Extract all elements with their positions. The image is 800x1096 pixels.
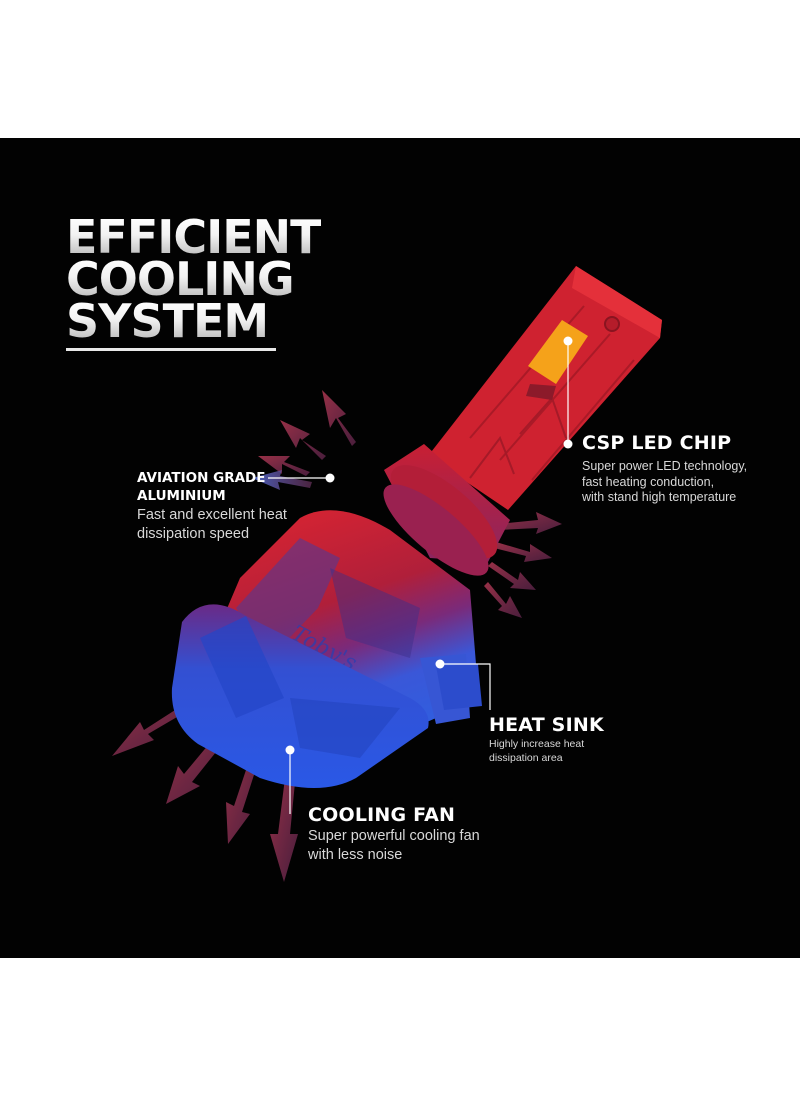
aviation-heading-line-1: AVIATION GRADE (137, 470, 266, 486)
aviation-heading-line-2: ALUMINIUM (137, 488, 226, 504)
heat-arrows-top (258, 390, 356, 476)
heatsink-desc-line-2: dissipation area (489, 752, 563, 764)
fan-housing (171, 604, 482, 788)
aviation-heading: AVIATION GRADE ALUMINIUM (137, 469, 265, 505)
heatsink-description: Highly increase heat dissipation area (489, 737, 584, 765)
bulb-illustration: Toby's (112, 266, 662, 882)
fan-desc-line-2: with less noise (308, 847, 403, 863)
aviation-desc-line-1: Fast and excellent heat (137, 507, 287, 523)
csp-heading: CSP LED CHIP (582, 432, 732, 454)
callout-lines (268, 341, 569, 814)
headline-line-3: SYSTEM (66, 298, 321, 344)
fan-heading: COOLING FAN (308, 804, 456, 826)
headline-line-1: EFFICIENT (66, 210, 322, 264)
fan-description: Super powerful cooling fan with less noi… (308, 827, 480, 865)
headline-line-2: COOLING (66, 256, 321, 302)
heatsink-desc-line-1: Highly increase heat (489, 738, 585, 750)
infographic-panel: Toby's EFFICIENT COOLING SYST (0, 138, 800, 958)
csp-desc-line-2: fast heating conduction, (582, 474, 715, 489)
callout-dots (285, 336, 573, 755)
csp-desc-line-3: with stand high temperature (582, 490, 737, 504)
bulb-collar (383, 444, 510, 576)
headline-underline (66, 348, 276, 351)
headline: EFFICIENT COOLING SYSTEM (66, 210, 322, 344)
heat-arrows-right (484, 512, 562, 618)
csp-led-chip (526, 320, 588, 400)
csp-description: Super power LED technology, fast heating… (582, 459, 747, 506)
heatsink-heading: HEAT SINK (489, 714, 604, 736)
cool-arrows-left (252, 470, 312, 490)
aviation-description: Fast and excellent heat dissipation spee… (137, 506, 287, 544)
csp-desc-line-1: Super power LED technology, (582, 459, 748, 473)
fan-desc-line-1: Super powerful cooling fan (308, 828, 480, 844)
aviation-desc-line-2: dissipation speed (137, 526, 250, 542)
